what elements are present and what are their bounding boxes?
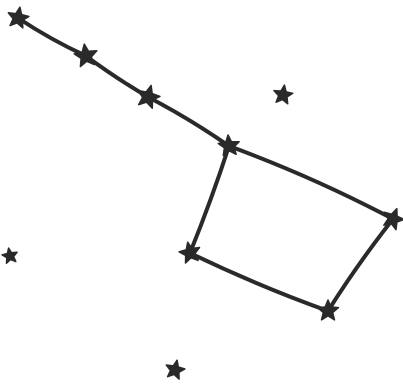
- line-star-3-to-star-4: [148, 97, 229, 146]
- star-7-connected: [179, 242, 199, 263]
- star-9-isolated: [2, 248, 17, 263]
- star-10-isolated: [166, 360, 185, 379]
- star-4-connected: [218, 135, 239, 155]
- line-star-1-to-star-2: [18, 18, 86, 56]
- star-core: [185, 248, 194, 257]
- star-8-isolated: [274, 85, 293, 104]
- constellation-lines: [18, 18, 393, 311]
- line-star-6-to-star-7: [190, 253, 328, 311]
- star-core: [143, 92, 153, 102]
- star-core: [13, 13, 22, 22]
- star-core: [224, 141, 233, 150]
- line-star-7-to-star-4: [190, 146, 229, 253]
- star-core: [81, 51, 91, 61]
- line-star-5-to-star-6: [328, 219, 393, 311]
- star-core: [171, 366, 179, 374]
- star-core: [323, 306, 332, 315]
- star-core: [7, 253, 14, 260]
- star-3-connected: [138, 85, 160, 108]
- line-star-4-to-star-5: [229, 146, 393, 219]
- star-core: [388, 214, 397, 223]
- star-2-connected: [74, 44, 97, 67]
- star-core: [279, 91, 287, 99]
